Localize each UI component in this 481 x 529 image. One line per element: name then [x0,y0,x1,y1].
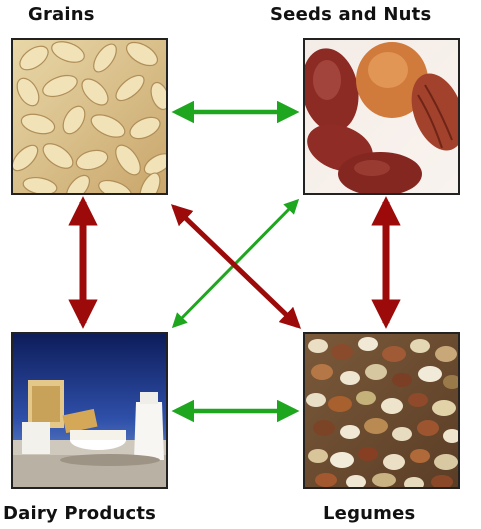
legumes-image [304,333,461,491]
label-dairy-products: Dairy Products [3,503,156,524]
label-seeds-and-nuts: Seeds and Nuts [270,4,431,25]
label-grains: Grains [28,4,95,25]
label-legumes: Legumes [323,503,415,524]
seeds-and-nuts-image [295,39,474,196]
dairy-products-image [12,333,167,488]
grains-image [8,38,175,206]
